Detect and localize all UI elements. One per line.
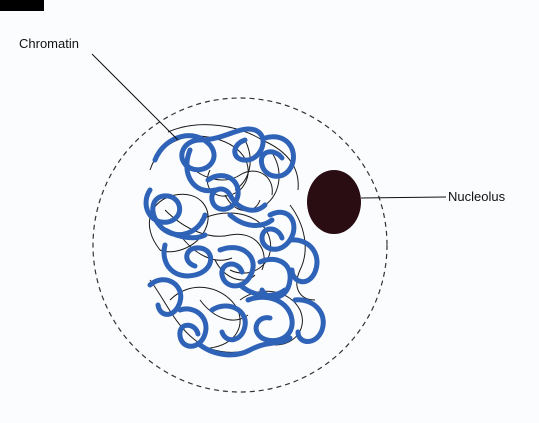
nucleolus-label: Nucleolus (448, 190, 505, 203)
chromatin-fibers (146, 129, 323, 355)
nucleolus-leader-line (361, 197, 446, 198)
chromatin-label: Chromatin (19, 37, 79, 50)
cropped-header-fragment (0, 0, 44, 11)
nucleolus-shape (307, 170, 361, 234)
chromatin-leader-line (92, 54, 178, 140)
